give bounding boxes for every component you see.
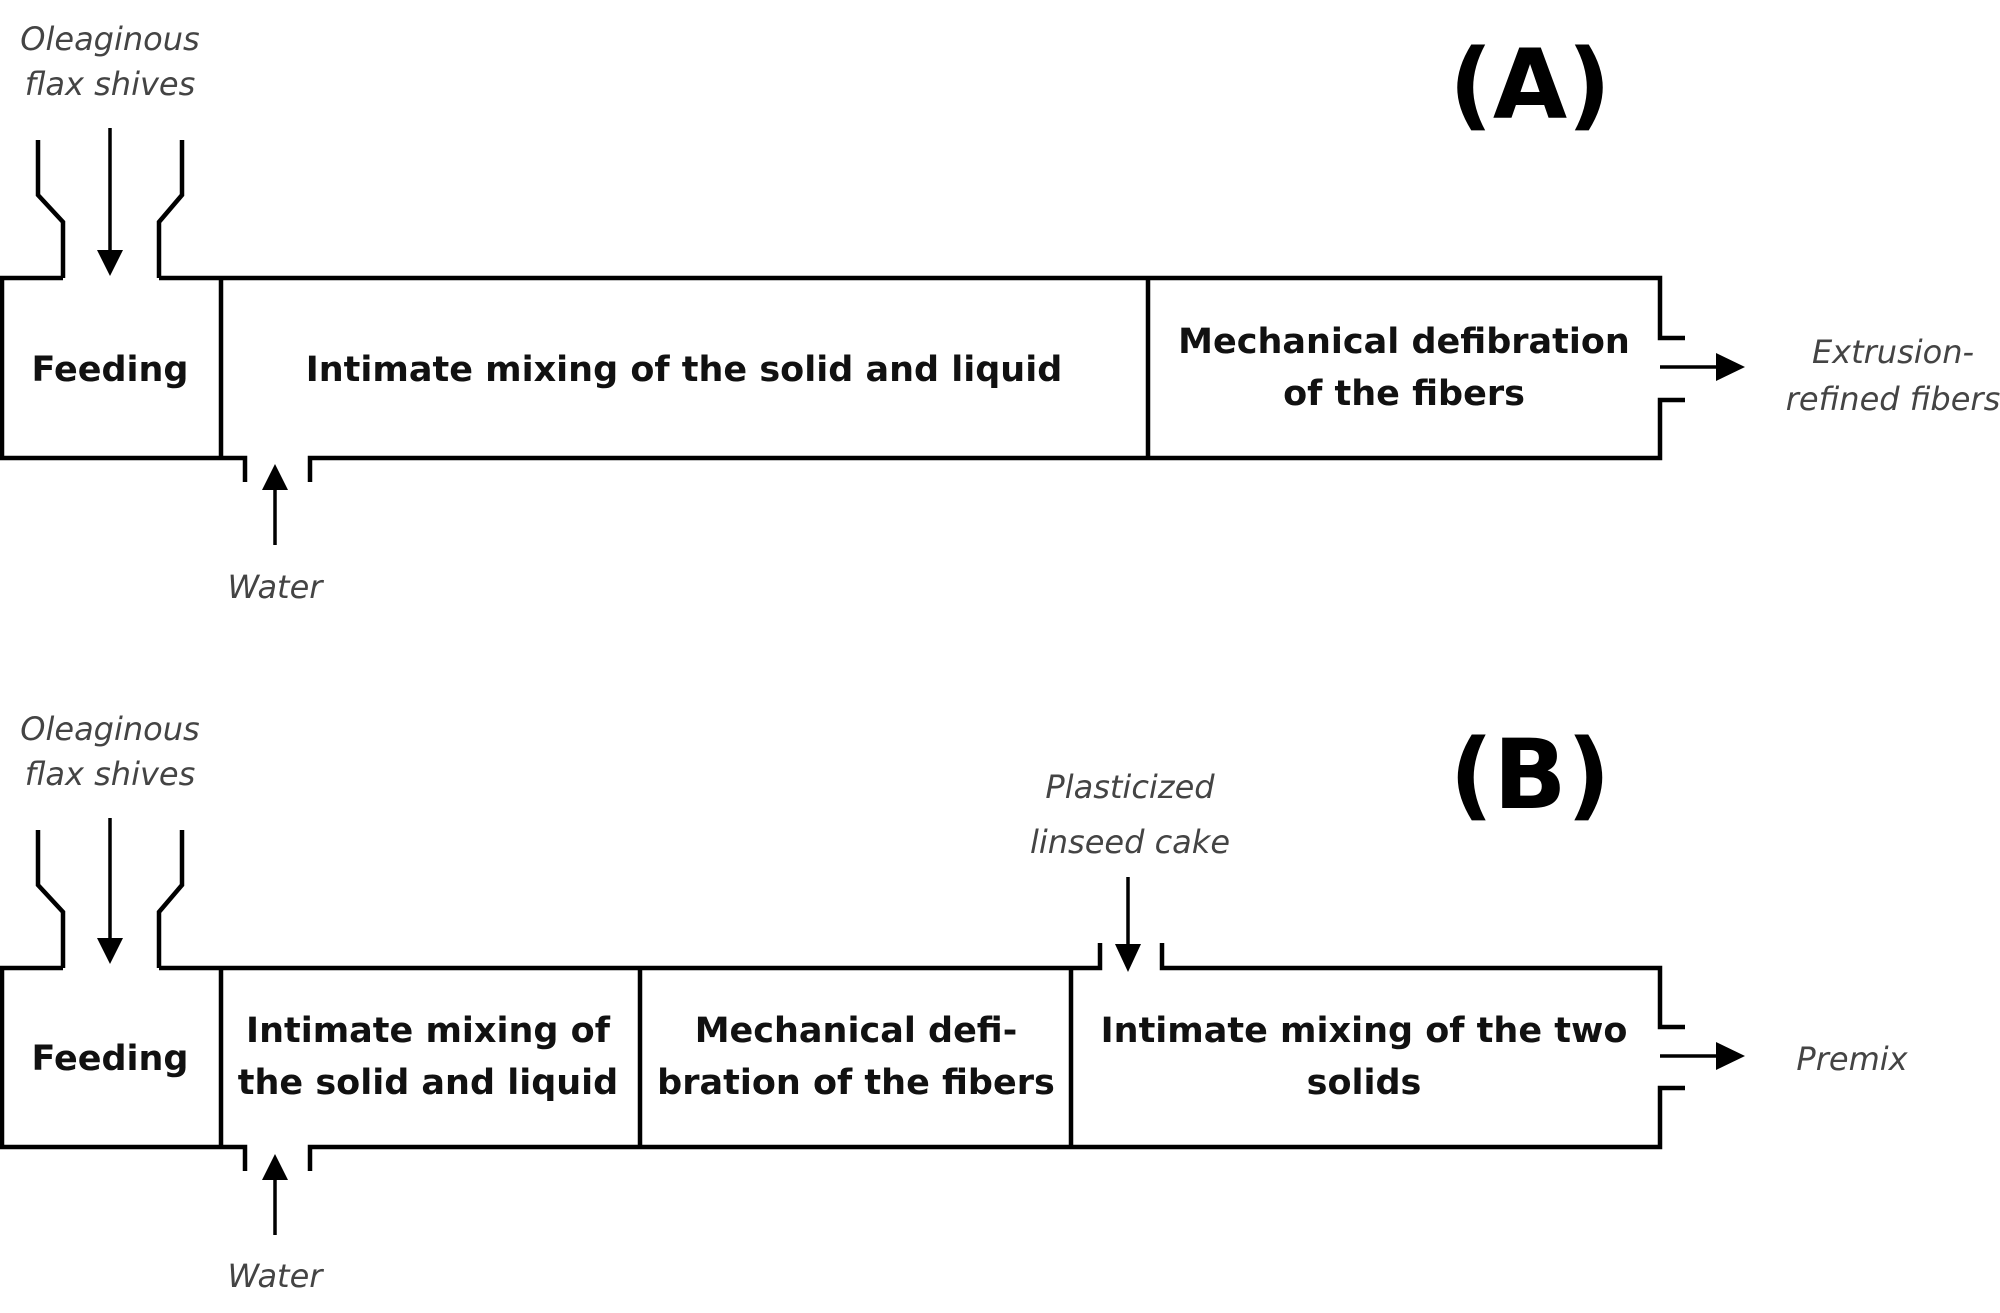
stage-a-defibration-line2: of the fibers — [1283, 374, 1525, 414]
panel-label-b: (B) — [1450, 719, 1611, 831]
input-label-b-line2: flax shives — [25, 755, 196, 793]
stage-b-mixing-line2: the solid and liquid — [238, 1063, 618, 1103]
barrel-bottom-b — [307, 1085, 1685, 1171]
barrel-left-a — [0, 275, 248, 482]
stage-b-two-solids-line1: Intimate mixing of the two — [1101, 1011, 1628, 1051]
barrel-top-left-b — [159, 943, 1103, 971]
diagram-b: (B) Oleaginous flax shives Plasticized l… — [0, 710, 1909, 1295]
hopper-left-wall-b — [35, 830, 66, 968]
output-arrow-head-b — [1716, 1042, 1745, 1070]
input-label-a-line1: Oleaginous — [20, 20, 199, 58]
feed-arrow-head-a — [97, 250, 123, 276]
water-label-a: Water — [228, 568, 325, 606]
side-input-label-b-line1: Plasticized — [1045, 768, 1215, 806]
stage-a-defibration-line1: Mechanical defibration — [1178, 322, 1630, 362]
diagram-a: (A) Oleaginous flax shives Water Feeding… — [0, 20, 2000, 606]
water-arrow-head-b — [262, 1154, 288, 1180]
barrel-top-right-b — [1159, 943, 1685, 1030]
side-arrow-head-b — [1115, 944, 1141, 972]
barrel-left-b — [0, 965, 248, 1171]
output-label-a-line1: Extrusion- — [1812, 333, 1974, 371]
stage-a-feeding: Feeding — [32, 350, 189, 390]
stage-b-feeding: Feeding — [32, 1039, 189, 1079]
output-label-a-line2: refined fibers — [1786, 380, 2000, 418]
output-arrow-head-a — [1716, 353, 1745, 381]
barrel-top-a — [159, 275, 1685, 341]
stage-b-two-solids-line2: solids — [1307, 1063, 1422, 1103]
hopper-right-wall-b — [156, 830, 185, 968]
stage-b-defibration-line1: Mechanical defi- — [695, 1011, 1018, 1051]
water-label-b: Water — [228, 1257, 325, 1295]
output-label-b: Premix — [1796, 1040, 1908, 1078]
stage-b-defibration-line2: bration of the fibers — [657, 1063, 1055, 1103]
stage-a-mixing: Intimate mixing of the solid and liquid — [306, 350, 1063, 390]
hopper-right-wall-a — [156, 140, 185, 278]
feed-arrow-head-b — [97, 938, 123, 964]
barrel-bottom-a — [307, 397, 1685, 482]
panel-label-a: (A) — [1449, 29, 1611, 141]
stage-b-mixing-line1: Intimate mixing of — [246, 1011, 611, 1051]
hopper-left-wall-a — [35, 140, 66, 278]
side-input-label-b-line2: linseed cake — [1030, 823, 1230, 861]
input-label-b-line1: Oleaginous — [20, 710, 199, 748]
input-label-a-line2: flax shives — [25, 65, 196, 103]
water-arrow-head-a — [262, 464, 288, 490]
